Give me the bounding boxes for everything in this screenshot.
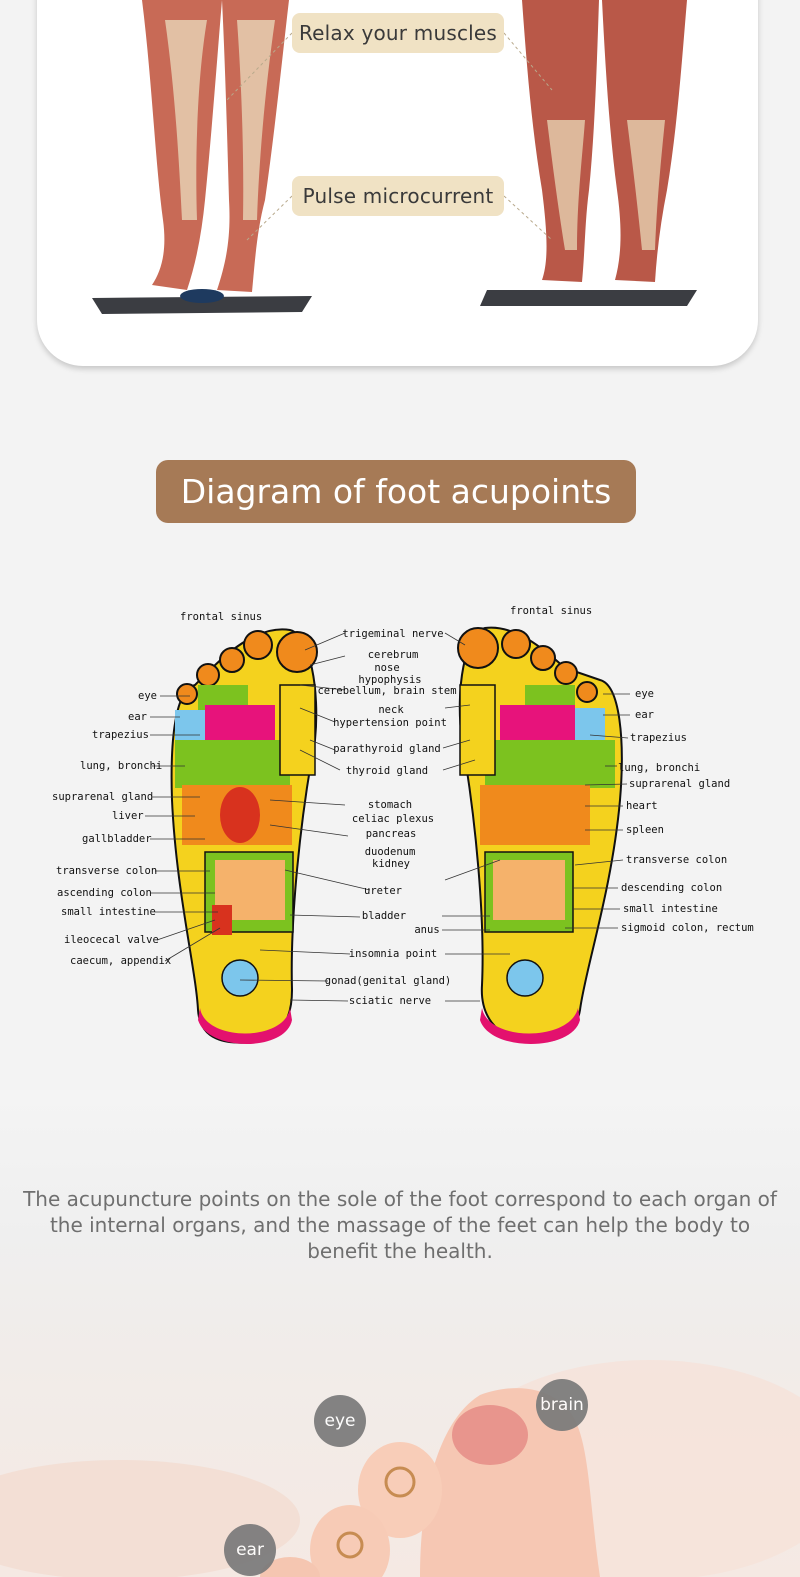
left-label-lung-bronchi: lung, bronchi	[80, 760, 163, 772]
left-label-small-intestine: small intestine	[61, 906, 156, 918]
center-label-parathyroid-gland: parathyroid gland	[333, 743, 441, 755]
center-label-pancreas: pancreas	[365, 828, 417, 840]
center-label-stomach: stomach	[367, 799, 413, 811]
toes-photo	[0, 1360, 800, 1577]
section-heading: Diagram of foot acupoints	[156, 460, 636, 523]
left-label-ear: ear	[128, 711, 147, 723]
center-label-ureter: ureter	[364, 885, 402, 897]
pulse-microcurrent-label: Pulse microcurrent	[292, 176, 504, 216]
right-label-sigmoid-colon: sigmoid colon, rectum	[621, 922, 754, 934]
left-label-caecum-appendix: caecum, appendix	[70, 955, 172, 967]
left-label-eye: eye	[138, 690, 157, 702]
right-label-spleen: spleen	[626, 824, 664, 836]
right-label-suprarenal-gland: suprarenal gland	[629, 778, 731, 790]
left-label-transverse-colon: transverse colon	[56, 865, 158, 877]
center-label-anus: anus	[414, 924, 440, 936]
eye-point-bubble: eye	[314, 1395, 366, 1447]
legs-illustration	[92, 0, 697, 314]
left-label-gallbladder: gallbladder	[82, 833, 152, 845]
left-label-ileocecal-valve: ileocecal valve	[64, 934, 159, 946]
description-text: The acupuncture points on the sole of th…	[23, 1187, 777, 1263]
right-label-lung-bronchi: lung, bronchi	[618, 762, 701, 774]
center-label-trigeminal-nerve: trigeminal nerve	[342, 628, 444, 640]
left-label-liver: liver	[112, 810, 144, 822]
center-label-sciatic-nerve: sciatic nerve	[348, 995, 432, 1007]
right-label-small-intestine: small intestine	[623, 903, 718, 915]
center-label-celiac-plexus: celiac plexus	[351, 813, 435, 825]
left-label-frontal-sinus: frontal sinus	[180, 611, 263, 623]
foot-acupoints-diagram: frontal sinus eye ear trapezius lung, br…	[0, 590, 800, 1070]
right-label-heart: heart	[626, 800, 658, 812]
left-label-ascending-colon: ascending colon	[57, 887, 152, 899]
left-foot	[170, 628, 318, 1044]
ear-point-bubble: ear	[224, 1524, 276, 1576]
center-label-neck: neck	[378, 704, 404, 716]
back-legs-image	[480, 0, 697, 306]
feet-illustration	[145, 626, 630, 1044]
front-legs-image	[92, 0, 312, 314]
brain-point-bubble: brain	[536, 1379, 588, 1431]
right-label-descending-colon: descending colon	[621, 882, 723, 894]
right-label-transverse-colon: transverse colon	[626, 854, 728, 866]
center-label-nose: nose	[374, 662, 400, 674]
center-label-bladder: bladder	[361, 910, 407, 922]
center-label-cerebrum: cerebrum	[367, 649, 419, 661]
right-label-frontal-sinus: frontal sinus	[510, 605, 593, 617]
center-label-hypophysis: hypophysis	[358, 674, 422, 686]
center-label-gonad: gonad(genital gland)	[324, 975, 452, 987]
right-label-ear: ear	[635, 709, 654, 721]
center-label-insomnia-point: insomnia point	[348, 948, 438, 960]
center-label-kidney: kidney	[372, 858, 410, 870]
right-label-eye: eye	[635, 688, 654, 700]
center-label-thyroid-gland: thyroid gland	[345, 765, 429, 777]
left-label-trapezius: trapezius	[92, 729, 149, 741]
left-label-suprarenal-gland: suprarenal gland	[52, 791, 154, 803]
center-label-cerebellum: cerebellum, brain stem	[317, 685, 457, 697]
center-label-hypertension-point: hypertension point	[333, 717, 447, 729]
right-foot	[457, 626, 623, 1044]
right-label-trapezius: trapezius	[630, 732, 687, 744]
relax-muscles-label: Relax your muscles	[292, 13, 504, 53]
product-card: Relax your muscles Pulse microcurrent	[37, 0, 758, 366]
center-label-duodenum: duodenum	[364, 846, 416, 858]
